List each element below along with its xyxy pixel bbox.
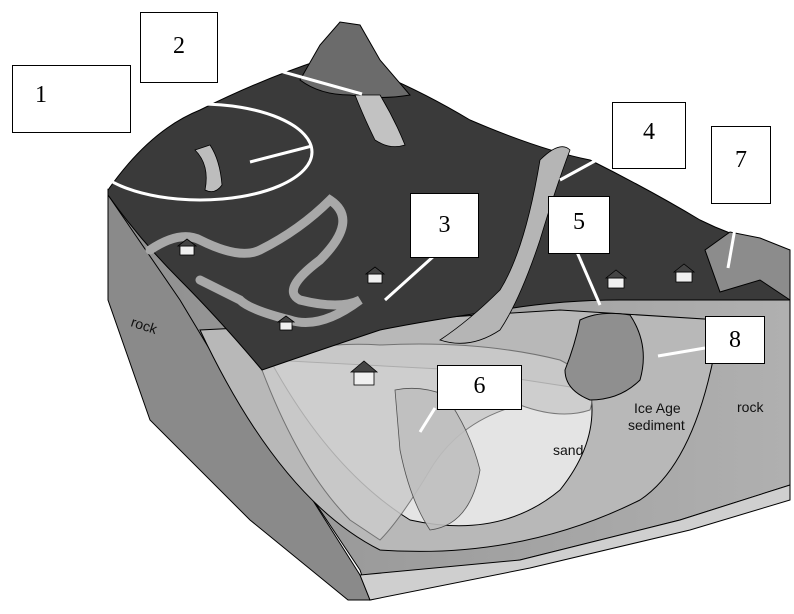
rock-label-right: rock bbox=[737, 399, 764, 415]
ice-age-sediment-label: Ice Age bbox=[634, 400, 681, 416]
callout-3: 3 bbox=[410, 193, 479, 258]
callout-4: 4 bbox=[612, 102, 686, 169]
callout-1: 1 bbox=[12, 65, 131, 133]
callout-8: 8 bbox=[705, 316, 765, 364]
callout-7: 7 bbox=[711, 126, 771, 204]
mountain-peak bbox=[300, 22, 410, 98]
callout-6: 6 bbox=[437, 365, 522, 410]
ice-age-sediment-label-2: sediment bbox=[628, 417, 685, 433]
callout-2: 2 bbox=[140, 12, 218, 83]
sand-label: sand bbox=[553, 442, 583, 458]
callout-5: 5 bbox=[548, 196, 610, 254]
